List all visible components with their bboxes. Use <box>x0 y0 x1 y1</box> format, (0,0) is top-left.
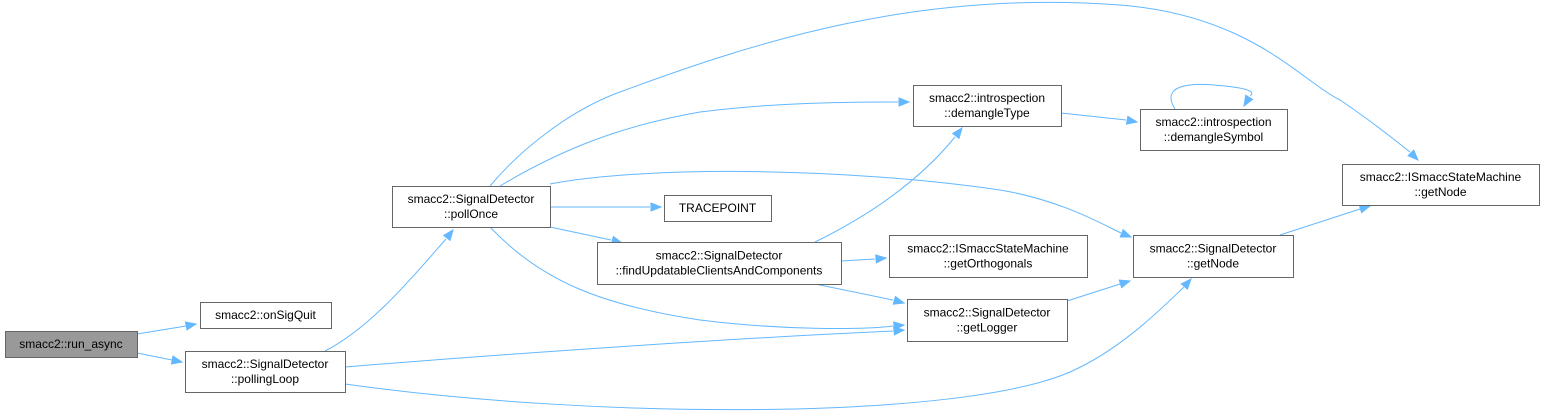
node-box <box>1133 235 1294 278</box>
arrowhead-icon <box>184 321 198 331</box>
node-label-line: smacc2::SignalDetector <box>656 249 783 263</box>
node-label-line: smacc2::ISmaccStateMachine <box>1360 170 1522 184</box>
node-box <box>1342 164 1540 206</box>
node-label-line: ::demangleType <box>944 106 1030 120</box>
node-box <box>889 235 1088 278</box>
edge-line <box>814 283 894 301</box>
node-get-orthogonals[interactable]: smacc2::ISmaccStateMachine::getOrthogona… <box>889 235 1088 278</box>
edge-line <box>489 226 894 329</box>
edge-find-updatable-to-get-orthogonals <box>840 254 888 264</box>
arrowhead-icon <box>892 295 906 305</box>
node-box <box>597 242 842 285</box>
node-box <box>200 302 332 329</box>
edge-find-updatable-to-get-logger <box>814 283 906 305</box>
arrowhead-icon <box>442 228 454 242</box>
edge-line <box>344 286 1185 411</box>
arrowhead-icon <box>951 126 963 140</box>
arrowhead-icon <box>1243 94 1254 108</box>
edge-line <box>549 226 612 241</box>
node-find-updatable[interactable]: smacc2::SignalDetector::findUpdatableCli… <box>597 242 842 285</box>
node-label-line: ::getNode <box>1187 257 1239 271</box>
arrowhead-icon <box>170 355 184 365</box>
node-poll-once[interactable]: smacc2::SignalDetector::pollOnce <box>392 186 551 228</box>
node-box <box>1140 109 1288 151</box>
edge-run-async-to-on-sig-quit <box>136 321 198 335</box>
arrowhead-icon <box>1119 228 1133 238</box>
node-box <box>185 351 346 393</box>
edge-line <box>814 136 956 243</box>
node-demangle-type[interactable]: smacc2::introspection::demangleType <box>913 85 1062 127</box>
edge-run-async-to-polling-loop <box>136 352 184 365</box>
edge-line <box>489 1 1411 187</box>
node-box <box>664 195 772 222</box>
node-label-line: ::getNode <box>1414 185 1466 199</box>
edge-line <box>840 258 876 262</box>
node-label-line: smacc2::SignalDetector <box>408 192 535 206</box>
node-sd-get-node[interactable]: smacc2::SignalDetector::getNode <box>1133 235 1294 278</box>
edge-poll-once-to-get-logger <box>489 226 906 331</box>
node-polling-loop[interactable]: smacc2::SignalDetector::pollingLoop <box>185 351 346 393</box>
arrowhead-icon <box>1125 115 1139 125</box>
node-label-line: smacc2::introspection <box>929 91 1045 105</box>
node-label-line: smacc2::SignalDetector <box>1150 242 1277 256</box>
edge-line <box>1060 112 1127 121</box>
node-label-line: ::getOrthogonals <box>944 257 1033 271</box>
edge-demangle-symbol-self-loop <box>1170 83 1254 110</box>
edge-line <box>1279 208 1361 236</box>
arrowhead-icon <box>1407 149 1419 161</box>
edge-demangle-type-to-demangle-symbol <box>1060 112 1139 125</box>
node-box <box>5 331 138 358</box>
arrowhead-icon <box>875 254 888 264</box>
arrowhead-icon <box>1118 279 1132 289</box>
edge-get-logger-to-sd-get-node <box>1066 279 1132 302</box>
edge-line <box>549 170 1122 234</box>
node-on-sig-quit[interactable]: smacc2::onSigQuit <box>200 302 332 329</box>
node-run-async[interactable]: smacc2::run_async <box>5 331 138 358</box>
edge-sd-get-node-to-ism-get-node <box>1279 204 1372 236</box>
edge-polling-loop-to-get-logger <box>344 326 906 368</box>
edge-polling-loop-to-poll-once <box>324 228 454 352</box>
edge-line <box>324 238 447 352</box>
arrowhead-icon <box>650 202 663 212</box>
edge-poll-once-to-tracepoint <box>550 202 663 212</box>
node-get-logger[interactable]: smacc2::SignalDetector::getLogger <box>907 299 1068 342</box>
edge-line <box>136 325 187 335</box>
arrowhead-icon <box>1180 277 1192 291</box>
arrowhead-icon <box>1358 204 1372 214</box>
node-label-line: ::demangleSymbol <box>1164 130 1263 144</box>
node-box <box>913 85 1062 127</box>
node-label-line: smacc2::SignalDetector <box>202 357 329 371</box>
node-demangle-symbol[interactable]: smacc2::introspection::demangleSymbol <box>1140 109 1288 151</box>
node-label-line: smacc2::onSigQuit <box>215 308 316 322</box>
node-label-line: smacc2::SignalDetector <box>924 306 1051 320</box>
edge-line <box>499 101 899 187</box>
node-box <box>907 299 1068 342</box>
edge-line <box>1170 83 1253 110</box>
edge-line <box>344 330 894 368</box>
node-label-line: smacc2::introspection <box>1155 115 1271 129</box>
node-label-line: ::pollingLoop <box>231 372 299 386</box>
node-label-line: TRACEPOINT <box>679 201 757 215</box>
node-box <box>392 186 551 228</box>
edge-line <box>136 352 173 361</box>
node-label-line: ::findUpdatableClientsAndComponents <box>616 264 823 278</box>
edge-polling-loop-to-sd-get-node <box>344 277 1192 411</box>
edge-poll-once-to-sd-get-node <box>549 170 1133 238</box>
arrowhead-icon <box>898 97 911 107</box>
node-label-line: smacc2::ISmaccStateMachine <box>907 242 1069 256</box>
arrowhead-icon <box>893 321 906 331</box>
node-label-line: ::pollOnce <box>444 207 498 221</box>
edge-poll-once-to-find-updatable <box>549 226 624 245</box>
node-tracepoint[interactable]: TRACEPOINT <box>664 195 772 222</box>
edge-line <box>1066 283 1121 302</box>
edge-poll-once-to-demangle-type <box>499 97 911 187</box>
edge-find-updatable-to-demangle-type <box>814 126 963 243</box>
node-label-line: smacc2::run_async <box>19 337 122 351</box>
edge-poll-once-to-ism-get-node <box>489 1 1419 187</box>
node-ism-get-node[interactable]: smacc2::ISmaccStateMachine::getNode <box>1342 164 1540 206</box>
node-label-line: ::getLogger <box>957 321 1018 335</box>
